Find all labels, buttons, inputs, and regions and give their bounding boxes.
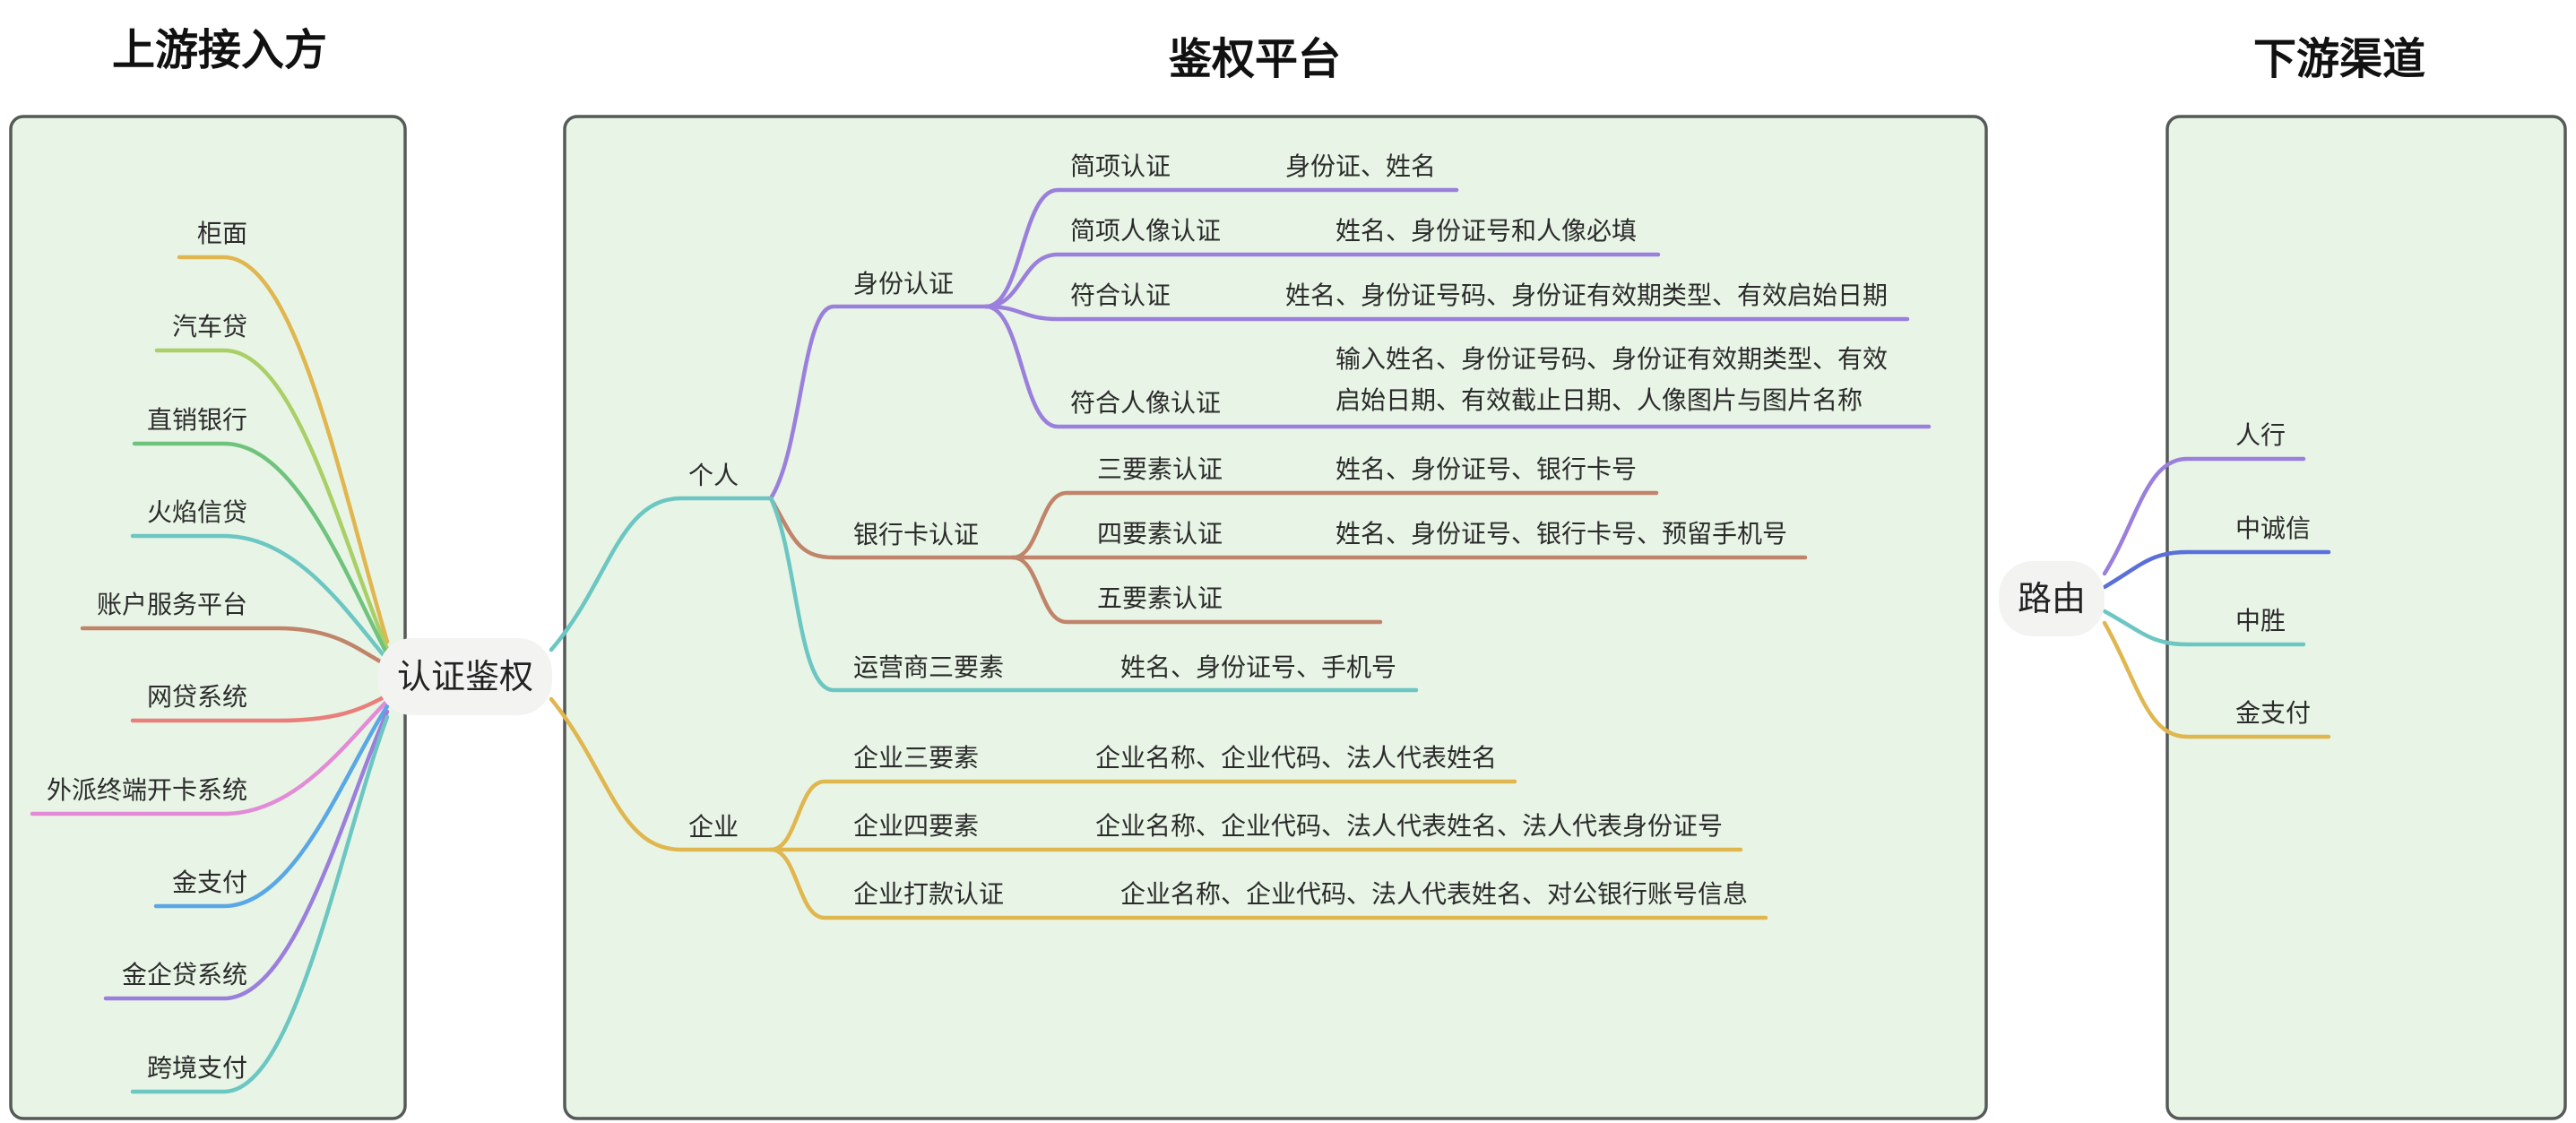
- upstream-branch: [153, 704, 390, 909]
- upstream-connectors: [30, 255, 390, 1094]
- bankcard-item-name[interactable]: 三要素认证: [1097, 454, 1223, 484]
- branch-enterprise: [549, 696, 774, 852]
- platform-connectors: [549, 187, 1932, 920]
- identity-item-name[interactable]: 符合认证: [1070, 281, 1171, 310]
- downstream-branch: [2102, 609, 2306, 647]
- upstream-branch: [80, 626, 390, 668]
- identity-item-desc: 输入姓名、身份证号码、身份证有效期类型、有效: [1336, 344, 1888, 374]
- downstream-panel: [2165, 115, 2567, 1120]
- enterprise-item-desc: 企业名称、企业代码、法人代表姓名、对公银行账号信息: [1120, 879, 1748, 909]
- bankcard-item-desc: 姓名、身份证号、银行卡号、预留手机号: [1336, 519, 1787, 549]
- upstream-item[interactable]: 柜面: [197, 219, 247, 248]
- bankcard-item-desc: 姓名、身份证号、银行卡号: [1336, 454, 1637, 484]
- hub-auth-bg: [378, 638, 552, 715]
- downstream-item[interactable]: 金支付: [2235, 698, 2311, 728]
- upstream-item[interactable]: 金支付: [172, 868, 247, 897]
- identity-item-name[interactable]: 简项人像认证: [1070, 216, 1221, 246]
- node-enterprise[interactable]: 企业: [688, 812, 739, 842]
- node-carrier[interactable]: 运营商三要素: [853, 652, 1004, 682]
- upstream-branch: [130, 714, 390, 1094]
- branch-identity: [768, 304, 989, 501]
- downstream-branch: [2102, 456, 2306, 576]
- hub-route-bg: [1999, 561, 2105, 636]
- branch-enterprise-item: [768, 847, 1768, 920]
- upstream-branch: [177, 255, 390, 644]
- upstream-item[interactable]: 外派终端开卡系统: [47, 775, 247, 805]
- identity-item-name[interactable]: 符合人像认证: [1070, 388, 1221, 418]
- hub-auth-label[interactable]: 认证鉴权: [397, 657, 533, 696]
- branch-enterprise-item: [768, 779, 1517, 852]
- upstream-items: 柜面 汽车贷 直销银行 火焰信贷 账户服务平台 网贷系统 外派终端开卡系统 金支…: [47, 219, 247, 1083]
- downstream-connectors: [2102, 456, 2331, 739]
- upstream-title: 上游接入方: [112, 25, 327, 75]
- upstream-item[interactable]: 金企贷系统: [122, 960, 247, 989]
- upstream-branch: [103, 709, 390, 1001]
- node-carrier-desc: 姓名、身份证号、手机号: [1120, 652, 1396, 682]
- identity-item-desc: 启始日期、有效截止日期、人像图片与图片名称: [1336, 385, 1863, 415]
- enterprise-item-desc: 企业名称、企业代码、法人代表姓名: [1095, 743, 1497, 773]
- bankcard-item-name[interactable]: 四要素认证: [1097, 519, 1223, 549]
- upstream-branch: [132, 441, 390, 657]
- downstream-items: 人行 中诚信 中胜 金支付: [2235, 420, 2311, 728]
- enterprise-item-name[interactable]: 企业打款认证: [853, 879, 1004, 909]
- enterprise-item-name[interactable]: 企业三要素: [853, 743, 979, 773]
- hub-route-label[interactable]: 路由: [2018, 579, 2086, 618]
- upstream-branch: [130, 693, 390, 723]
- downstream-branch: [2102, 620, 2331, 739]
- branch-carrier: [768, 496, 1419, 693]
- downstream-item[interactable]: 人行: [2235, 420, 2286, 450]
- branch-bankcard-item: [1010, 555, 1383, 625]
- downstream-item[interactable]: 中诚信: [2235, 514, 2311, 543]
- upstream-item[interactable]: 跨境支付: [147, 1053, 247, 1083]
- node-bankcard[interactable]: 银行卡认证: [853, 520, 979, 549]
- enterprise-item-desc: 企业名称、企业代码、法人代表姓名、法人代表身份证号: [1095, 811, 1723, 841]
- downstream-title: 下游渠道: [2253, 34, 2425, 84]
- platform-panel: [563, 115, 1988, 1120]
- bankcard-item-name[interactable]: 五要素认证: [1097, 583, 1223, 613]
- enterprise-item-name[interactable]: 企业四要素: [853, 811, 979, 841]
- node-personal[interactable]: 个人: [688, 461, 739, 490]
- upstream-branch: [130, 533, 390, 662]
- upstream-branch: [154, 348, 390, 652]
- upstream-branch: [30, 698, 390, 816]
- branch-identity-item: [983, 304, 1932, 429]
- upstream-item[interactable]: 火焰信贷: [147, 497, 247, 527]
- branch-bankcard-item: [1010, 490, 1659, 560]
- identity-item-desc: 身份证、姓名: [1285, 151, 1436, 181]
- platform-labels: 个人 企业 身份认证 银行卡认证 运营商三要素 姓名、身份证号、手机号 简项认证…: [688, 151, 1888, 909]
- node-identity[interactable]: 身份认证: [853, 269, 954, 298]
- branch-personal: [549, 496, 774, 652]
- branch-identity-item: [983, 304, 1910, 322]
- branch-identity-item: [983, 187, 1459, 309]
- identity-item-desc: 姓名、身份证号和人像必填: [1336, 216, 1637, 246]
- upstream-item[interactable]: 直销银行: [147, 405, 247, 435]
- upstream-item[interactable]: 账户服务平台: [97, 590, 247, 619]
- platform-title: 鉴权平台: [1169, 34, 1341, 84]
- downstream-item[interactable]: 中胜: [2235, 606, 2286, 635]
- branch-identity-item: [983, 252, 1661, 309]
- identity-item-desc: 姓名、身份证号码、身份证有效期类型、有效启始日期: [1285, 281, 1888, 310]
- identity-item-name[interactable]: 简项认证: [1070, 151, 1171, 181]
- downstream-branch: [2102, 549, 2331, 590]
- upstream-item[interactable]: 网贷系统: [147, 682, 247, 712]
- upstream-item[interactable]: 汽车贷: [172, 312, 247, 341]
